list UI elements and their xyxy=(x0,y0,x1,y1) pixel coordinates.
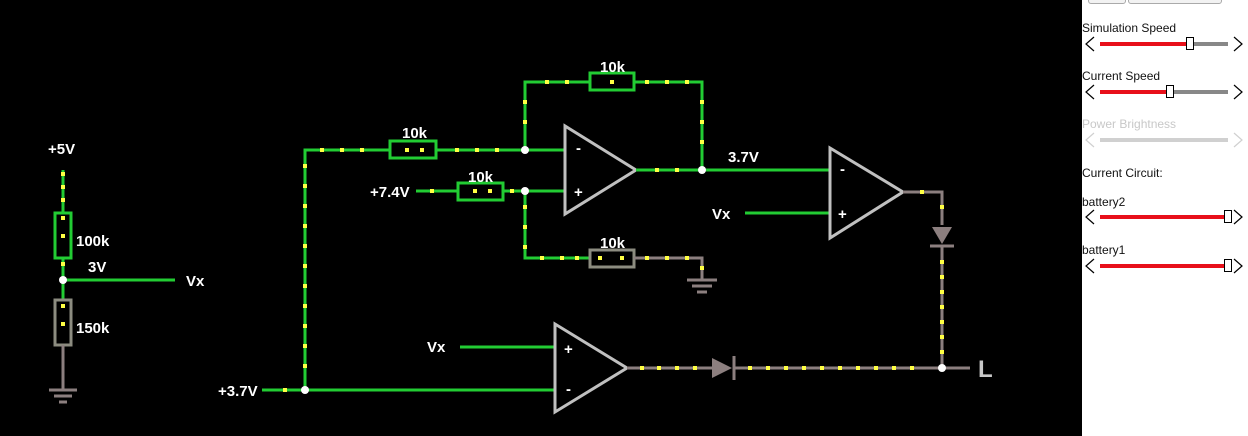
toolbar-button[interactable] xyxy=(1128,0,1222,4)
slider-track-fill xyxy=(1100,42,1190,46)
opamp-plus: + xyxy=(564,341,573,358)
label-plus7v4: +7.4V xyxy=(370,184,410,201)
label-10k-input: 10k xyxy=(402,125,428,142)
chevron-right-icon[interactable] xyxy=(1232,131,1244,149)
ground-symbol xyxy=(687,278,717,294)
current-dots xyxy=(283,80,704,392)
opamp-plus: + xyxy=(838,206,847,223)
slider-thumb[interactable] xyxy=(1185,37,1194,50)
wire[interactable] xyxy=(634,256,704,280)
current-circuit-label: Current Circuit: xyxy=(1082,166,1163,180)
toolbar-button[interactable] xyxy=(1088,0,1126,4)
resistor-10k-input[interactable] xyxy=(388,139,438,160)
adder-network[interactable] xyxy=(262,71,830,394)
power-brightness-slider[interactable] xyxy=(1082,131,1248,149)
chevron-left-icon[interactable] xyxy=(1084,257,1096,275)
battery1-label: battery1 xyxy=(1082,243,1126,257)
label-lamp: L xyxy=(978,356,993,383)
opamp-minus: - xyxy=(566,381,571,398)
junction-node xyxy=(521,146,529,154)
opamp-minus: - xyxy=(576,140,581,157)
sim-speed-slider[interactable] xyxy=(1082,35,1248,53)
ground-symbol xyxy=(49,388,77,404)
slider-thumb[interactable] xyxy=(1224,210,1232,223)
label-vx: Vx xyxy=(427,339,446,356)
sim-speed-label: Simulation Speed xyxy=(1082,21,1177,35)
label-3v: 3V xyxy=(88,259,106,276)
slider-track-fill xyxy=(1100,90,1171,94)
resistor-10k-ground[interactable] xyxy=(588,248,636,269)
chevron-right-icon[interactable] xyxy=(1232,83,1244,101)
battery2-label: battery2 xyxy=(1082,195,1126,209)
current-dots xyxy=(61,172,65,326)
label-plus5v: +5V xyxy=(48,141,75,158)
chevron-left-icon[interactable] xyxy=(1084,131,1096,149)
opamp-3[interactable] xyxy=(553,321,630,415)
slider-thumb[interactable] xyxy=(1166,85,1175,98)
current-speed-label: Current Speed xyxy=(1082,69,1161,83)
slider-track-rest xyxy=(1170,90,1228,94)
power-brightness-label: Power Brightness xyxy=(1082,117,1177,131)
diode-top[interactable] xyxy=(932,227,952,244)
circuit-canvas[interactable]: +5V 100k 3V Vx 150k 10k 10k 10k 10k +7.4… xyxy=(0,0,1082,436)
wire[interactable] xyxy=(903,190,944,225)
slider-track-rest xyxy=(1189,42,1228,46)
label-vx: Vx xyxy=(186,273,205,290)
current-dots xyxy=(920,190,944,354)
label-10k-ground: 10k xyxy=(600,235,626,252)
battery1-slider[interactable] xyxy=(1082,257,1248,275)
comparator-bottom[interactable] xyxy=(460,321,970,415)
current-speed-slider[interactable] xyxy=(1082,83,1248,101)
label-10k-pos: 10k xyxy=(468,169,494,186)
slider-thumb[interactable] xyxy=(1224,259,1232,272)
slider-track-rest xyxy=(1100,138,1228,142)
chevron-left-icon[interactable] xyxy=(1084,208,1096,226)
label-100k: 100k xyxy=(76,233,110,250)
chevron-right-icon[interactable] xyxy=(1232,35,1244,53)
slider-track-fill xyxy=(1100,264,1228,268)
slider-track-fill xyxy=(1100,215,1228,219)
label-150k: 150k xyxy=(76,320,110,337)
current-dots xyxy=(640,366,914,370)
chevron-left-icon[interactable] xyxy=(1084,35,1096,53)
chevron-right-icon[interactable] xyxy=(1232,208,1244,226)
junction-node xyxy=(521,187,529,195)
junction-node xyxy=(59,276,67,284)
junction-node xyxy=(938,364,946,372)
label-vx: Vx xyxy=(712,206,731,223)
control-panel: Simulation Speed Current Speed Power Bri… xyxy=(1082,0,1248,436)
label-3v7: 3.7V xyxy=(728,149,759,166)
wire-feedback[interactable] xyxy=(634,80,704,170)
opamp-2[interactable] xyxy=(828,145,906,241)
opamp-1[interactable] xyxy=(563,123,639,217)
comparator-top[interactable] xyxy=(745,145,954,368)
voltage-divider[interactable] xyxy=(49,170,175,404)
diode-bottom[interactable] xyxy=(712,358,732,378)
battery2-slider[interactable] xyxy=(1082,208,1248,226)
opamp-minus: - xyxy=(840,161,845,178)
wire[interactable] xyxy=(523,191,590,260)
junction-node xyxy=(301,386,309,394)
circuit-schematic[interactable]: +5V 100k 3V Vx 150k 10k 10k 10k 10k +7.4… xyxy=(0,0,1082,436)
label-plus3v7: +3.7V xyxy=(218,383,258,400)
chevron-right-icon[interactable] xyxy=(1232,257,1244,275)
label-10k-feedback: 10k xyxy=(600,59,626,76)
junction-node xyxy=(698,166,706,174)
chevron-left-icon[interactable] xyxy=(1084,83,1096,101)
opamp-plus: + xyxy=(574,184,583,201)
